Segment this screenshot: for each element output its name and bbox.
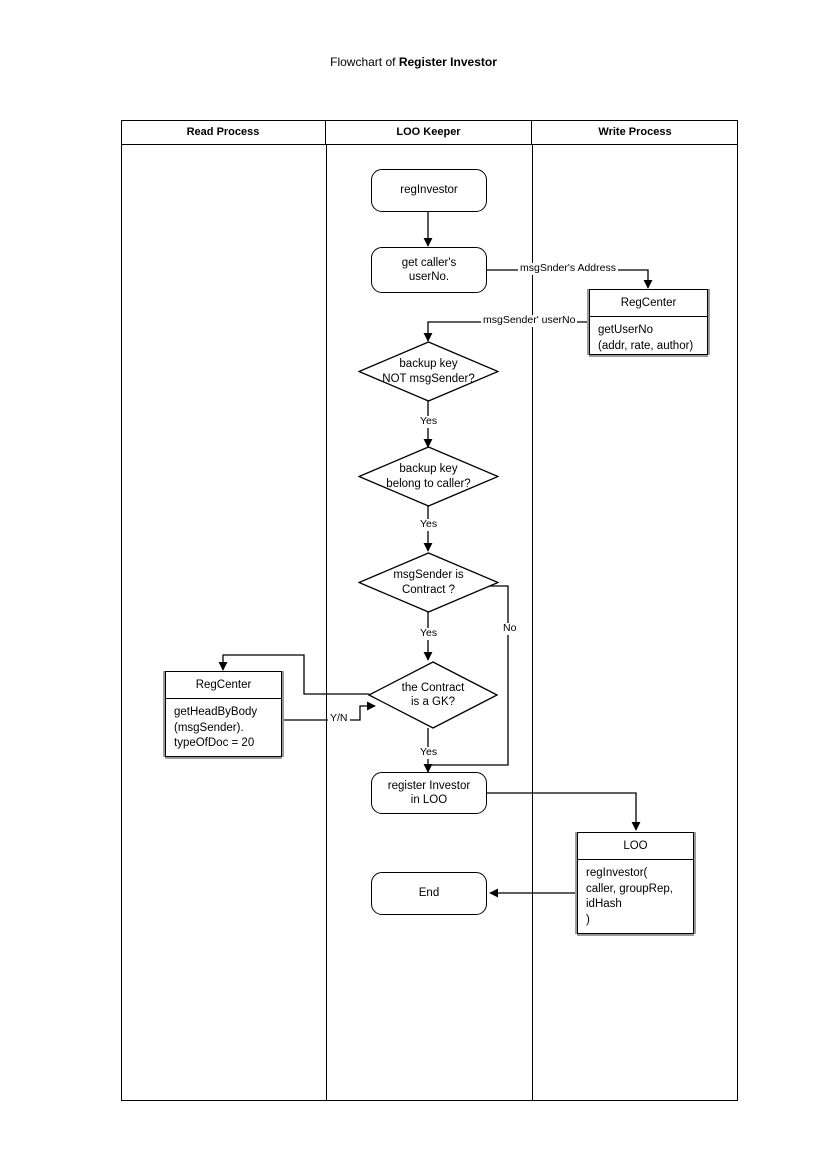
swimlane-header-row: Read Process LOO Keeper Write Process	[121, 120, 738, 145]
lane-divider-keeper-write	[532, 145, 533, 1101]
object-regcenter-write[interactable]: RegCenter getUserNo (addr, rate, author)	[589, 289, 708, 355]
object-loo[interactable]: LOO regInvestor( caller, groupRep, idHas…	[577, 832, 694, 934]
decision-contract-is-gk[interactable]: the Contract is a GK?	[368, 661, 498, 729]
decision-msgsender-is-contract[interactable]: msgSender is Contract ?	[358, 552, 499, 613]
edge-label-yes-backup-not-msgsender: Yes	[418, 415, 440, 428]
object-title: RegCenter	[590, 290, 707, 317]
page-title: Flowchart of Register Investor	[0, 55, 827, 69]
diamond-shape-icon	[358, 446, 499, 507]
edge-label-msgsnder-address: msgSnder's Address	[518, 262, 618, 275]
decision-label: backup key belong to caller?	[386, 463, 471, 490]
lane-header-loo-keeper: LOO Keeper	[326, 120, 532, 144]
edge-label-yes-backup-belong-caller: Yes	[418, 518, 440, 531]
edge-label-yes-contract-is-gk: Yes	[418, 746, 440, 759]
object-regcenter-read[interactable]: RegCenter getHeadByBody (msgSender). typ…	[165, 671, 282, 757]
object-body: regInvestor( caller, groupRep, idHash )	[586, 867, 673, 926]
node-register-investor-in-loo[interactable]: register Investor in LOO	[371, 772, 487, 814]
decision-label: backup key NOT msgSender?	[382, 358, 475, 385]
decision-label: msgSender is Contract ?	[393, 569, 464, 596]
lane-header-read-process: Read Process	[121, 120, 326, 144]
diamond-shape-icon	[358, 341, 499, 402]
decision-backup-key-not-msgsender[interactable]: backup key NOT msgSender?	[358, 341, 499, 402]
node-start-reginvestor[interactable]: regInvestor	[371, 169, 487, 212]
edge-label-msgsender-userno: msgSender' userNo	[481, 314, 578, 327]
node-get-caller-userno[interactable]: get caller's userNo.	[371, 247, 487, 293]
object-body: getHeadByBody (msgSender). typeOfDoc = 2…	[174, 706, 258, 750]
decision-backup-key-belong-to-caller[interactable]: backup key belong to caller?	[358, 446, 499, 507]
object-body: getUserNo (addr, rate, author)	[598, 324, 694, 352]
diamond-shape-icon	[358, 552, 499, 613]
object-title: RegCenter	[166, 672, 281, 699]
lane-header-write-process: Write Process	[598, 126, 672, 138]
page-title-subject: Register Investor	[398, 55, 497, 69]
object-title: LOO	[578, 833, 693, 860]
edge-label-no-msgsender-contract: No	[501, 622, 519, 635]
node-end[interactable]: End	[371, 872, 487, 915]
decision-label: the Contract is a GK?	[401, 681, 465, 708]
edge-label-y-n: Y/N	[328, 712, 350, 725]
edge-label-yes-msgsender-contract: Yes	[418, 627, 440, 640]
lane-divider-read-keeper	[326, 145, 327, 1101]
diamond-shape-icon	[368, 661, 498, 729]
page-title-prefix: Flowchart of	[330, 55, 399, 69]
